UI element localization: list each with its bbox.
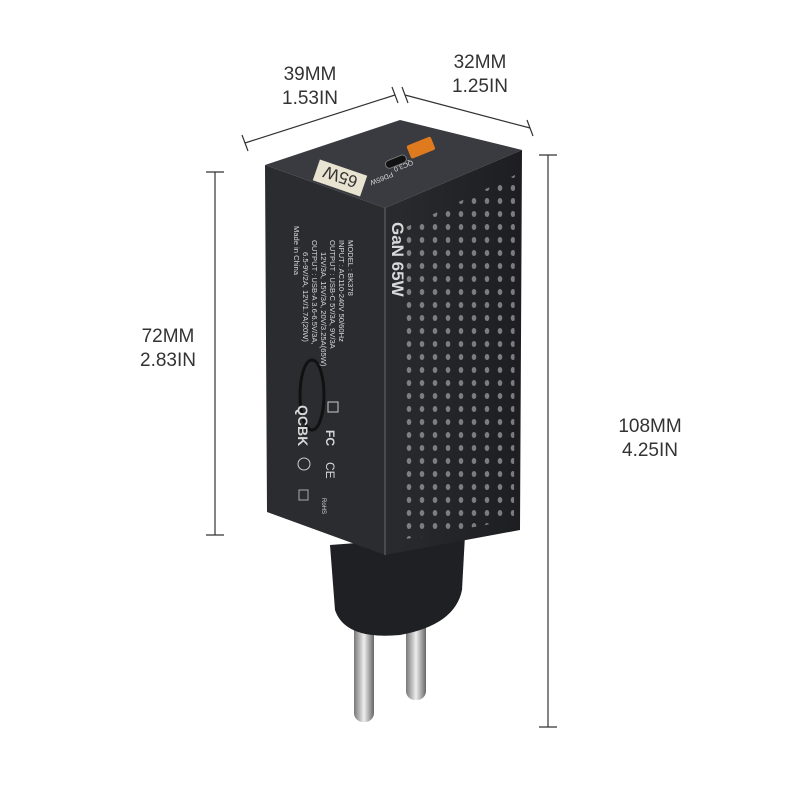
spec-line: OUTPUT : USB-A 3.6-6.5V/3A, [310,240,319,345]
plug-base [330,535,465,636]
grip-recess [298,358,326,432]
spec-text: MODEL : BK378 INPUT : AC110-240V 50/60Hz… [292,226,355,367]
depth-in-label: 1.25IN [452,76,508,97]
spec-line: 6.5-9V/2A, 12V/1.7A(20W) [301,252,310,342]
vent-dot-pattern [400,175,515,540]
spec-line: MODEL : BK378 [346,240,355,296]
spec-line: OUTPUT : USB-C 5V/3A, 9V/3A [328,240,337,350]
depth-mm-label: 32MM [454,52,507,73]
brand-logo: QCBK [295,405,311,446]
total-height-in-label: 4.25IN [622,440,678,461]
rohs-mark: RoHS [320,498,326,514]
total-height-mm-label: 108MM [618,416,681,437]
spec-line: INPUT : AC110-240V 50/60Hz [337,240,346,342]
fc-mark: FC [323,430,337,446]
charger-side-face [265,165,385,555]
ce-mark: CE [323,462,337,479]
body-height-mm-label: 72MM [142,326,195,347]
width-in-label: 1.53IN [282,88,338,109]
weee-bin-icon [298,489,309,501]
side-brand-text: GaN 65W [388,222,407,298]
fast-charge-icon [297,457,311,471]
spec-line: Made in China [292,226,301,276]
usb-a-port [406,136,435,159]
double-insulation-icon [327,401,339,413]
body-height-in-label: 2.83IN [140,350,196,371]
dimension-lines [206,86,557,728]
spec-line: 12V/3A, 15V/3A, 20V/3.25A(65W) [319,252,328,367]
width-mm-label: 39MM [284,64,337,85]
